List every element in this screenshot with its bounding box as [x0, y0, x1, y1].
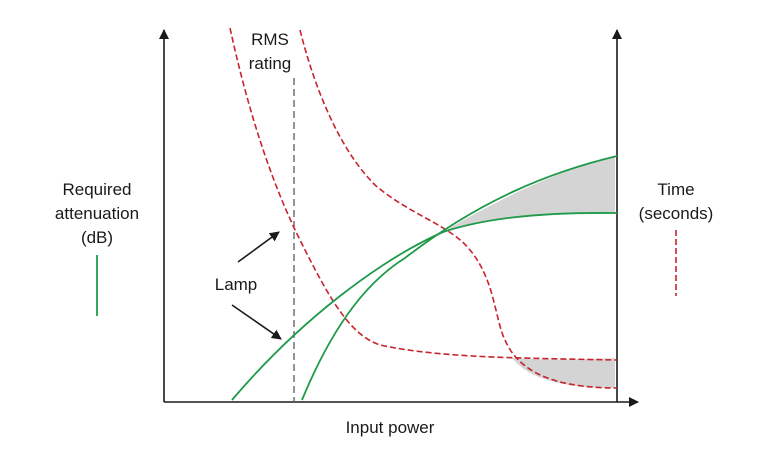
left-axis-label-line2: attenuation: [55, 204, 139, 223]
lamp-arrow-lower: [231, 304, 282, 340]
right-axis-label-line1: Time: [657, 180, 694, 199]
right-axis-label-line2: (seconds): [639, 204, 714, 223]
shaded-region-upper: [443, 156, 615, 232]
rms-label-line1: RMS: [251, 30, 289, 49]
time-curve-lamp: [229, 27, 618, 361]
time-curve-fuse: [299, 29, 618, 389]
rms-label-line2: rating: [249, 54, 292, 73]
shaded-region-lower: [512, 358, 615, 388]
attenuation-curve-fuse: [301, 155, 618, 401]
lamp-arrow-upper: [237, 231, 280, 263]
left-axis-label-line1: Required: [63, 180, 132, 199]
lamp-label: Lamp: [215, 275, 258, 294]
x-axis-label: Input power: [346, 418, 435, 437]
left-axis-label-line3: (dB): [81, 228, 113, 247]
